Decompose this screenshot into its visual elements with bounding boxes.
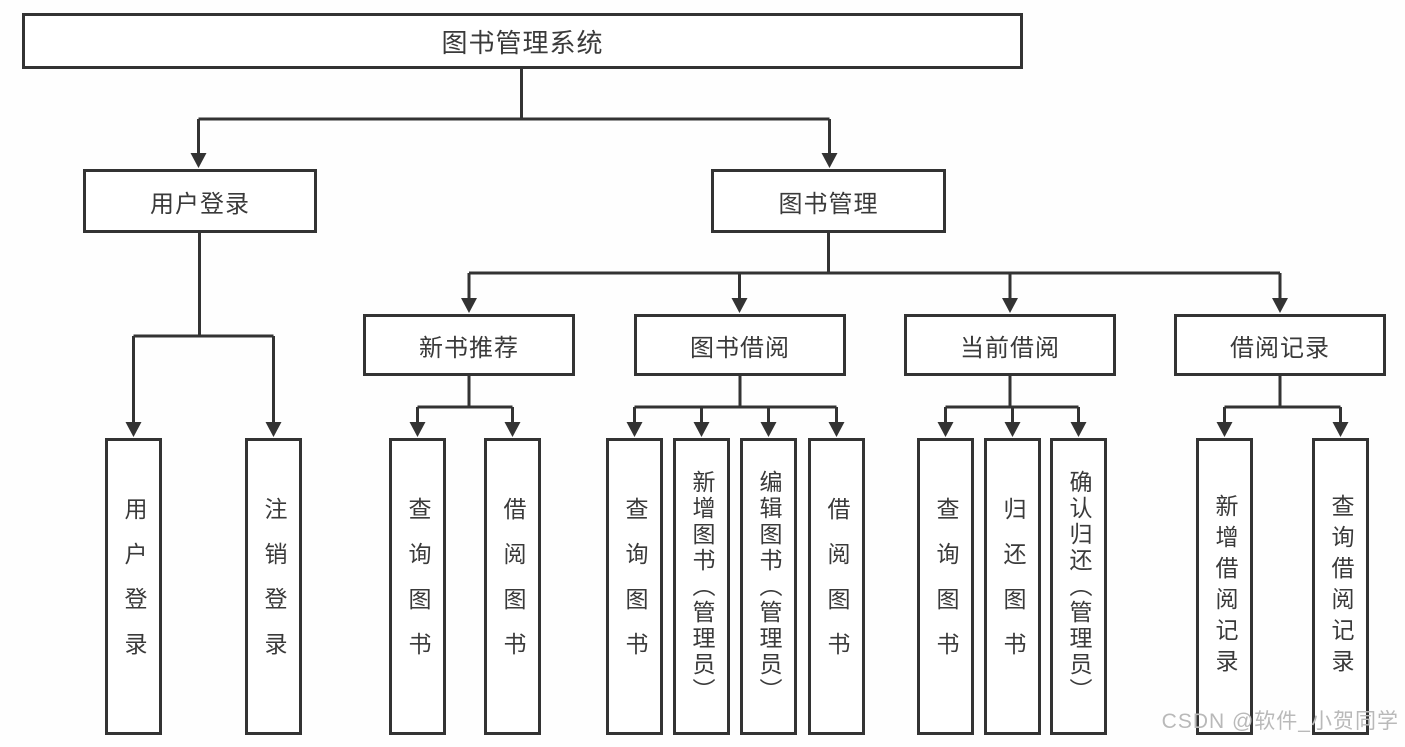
connector-line: [132, 233, 275, 423]
arrowhead: [1332, 422, 1349, 437]
node-label: 新书推荐: [419, 334, 519, 362]
leaf-query-books-current: 查询图书: [917, 438, 974, 735]
node-label: 图书管理: [778, 190, 879, 218]
arrowhead: [1004, 422, 1021, 437]
arrowhead: [190, 153, 207, 168]
node-label: 注销登录: [261, 496, 287, 677]
node-label: 借阅记录: [1230, 334, 1330, 362]
leaf-query-books-recommend: 查询图书: [389, 438, 446, 735]
arrowhead: [760, 422, 777, 437]
leaf-user-login: 用户登录: [105, 438, 162, 735]
node-current-borrow: 当前借阅: [904, 314, 1116, 376]
connector-new-books-to-leaves: [409, 376, 521, 437]
leaf-add-books-admin: 新增图书（管理员）: [673, 438, 730, 735]
leaf-edit-books-admin: 编辑图书（管理员）: [740, 438, 797, 735]
node-label: 新增借阅记录: [1212, 493, 1238, 680]
node-new-book-recommend: 新书推荐: [363, 314, 575, 376]
connector-root-to-level2: [190, 69, 838, 168]
connector-line: [197, 69, 831, 154]
node-label: 用户登录: [150, 190, 250, 218]
node-label: 查询借阅记录: [1328, 493, 1354, 680]
node-label: 借阅图书: [824, 496, 850, 677]
arrowhead: [1070, 422, 1087, 437]
leaf-confirm-return-admin: 确认归还（管理员）: [1050, 438, 1107, 735]
connector-current-borrow-to-leaves: [937, 376, 1087, 437]
node-book-borrow: 图书借阅: [634, 314, 846, 376]
arrowhead: [504, 422, 521, 437]
connector-line: [467, 233, 1282, 299]
arrowhead: [461, 298, 477, 313]
node-label: 编辑图书（管理员）: [756, 469, 782, 704]
arrowhead: [828, 422, 845, 437]
node-label: 当前借阅: [960, 334, 1060, 362]
node-label: 借阅图书: [500, 496, 526, 677]
connector-user-login-to-leaves: [125, 233, 282, 437]
connector-book-mgmt-to-level3: [461, 233, 1288, 313]
node-label: 图书管理系统: [441, 27, 604, 58]
connector-line: [416, 376, 514, 423]
node-root-library-management-system: 图书管理系统: [22, 13, 1023, 69]
node-label: 归还图书: [1000, 496, 1026, 677]
leaf-add-borrow-record: 新增借阅记录: [1196, 438, 1253, 735]
node-label: 查询图书: [622, 496, 648, 677]
arrowhead: [937, 422, 954, 437]
arrowhead: [1272, 298, 1288, 313]
arrowhead: [693, 422, 710, 437]
arrowhead: [125, 422, 142, 437]
arrowhead: [409, 422, 426, 437]
leaf-logout: 注销登录: [245, 438, 302, 735]
node-label: 查询图书: [933, 496, 959, 677]
connector-line: [633, 376, 838, 423]
leaf-query-borrow-record: 查询借阅记录: [1312, 438, 1369, 735]
arrowhead: [1216, 422, 1233, 437]
leaf-borrow-books: 借阅图书: [808, 438, 865, 735]
node-label: 新增图书（管理员）: [689, 469, 715, 704]
connector-line: [1223, 376, 1342, 423]
leaf-query-books-borrow: 查询图书: [606, 438, 663, 735]
node-label: 用户登录: [121, 496, 147, 677]
arrowhead: [821, 153, 838, 168]
node-book-management: 图书管理: [711, 169, 946, 233]
connector-borrow-records-to-leaves: [1216, 376, 1349, 437]
arrowhead: [1002, 298, 1018, 313]
node-label: 图书借阅: [690, 334, 790, 362]
leaf-borrow-books-recommend: 借阅图书: [484, 438, 541, 735]
connector-line: [944, 376, 1080, 423]
node-label: 查询图书: [405, 496, 431, 677]
leaf-return-books: 归还图书: [984, 438, 1041, 735]
arrowhead: [265, 422, 282, 437]
node-label: 确认归还（管理员）: [1066, 469, 1092, 704]
arrowhead: [731, 298, 748, 313]
connector-book-borrow-to-leaves: [626, 376, 845, 437]
node-user-login-group: 用户登录: [83, 169, 317, 233]
node-borrow-records: 借阅记录: [1174, 314, 1386, 376]
arrowhead: [626, 422, 643, 437]
csdn-watermark: CSDN @软件_小贺同学: [1161, 710, 1399, 733]
